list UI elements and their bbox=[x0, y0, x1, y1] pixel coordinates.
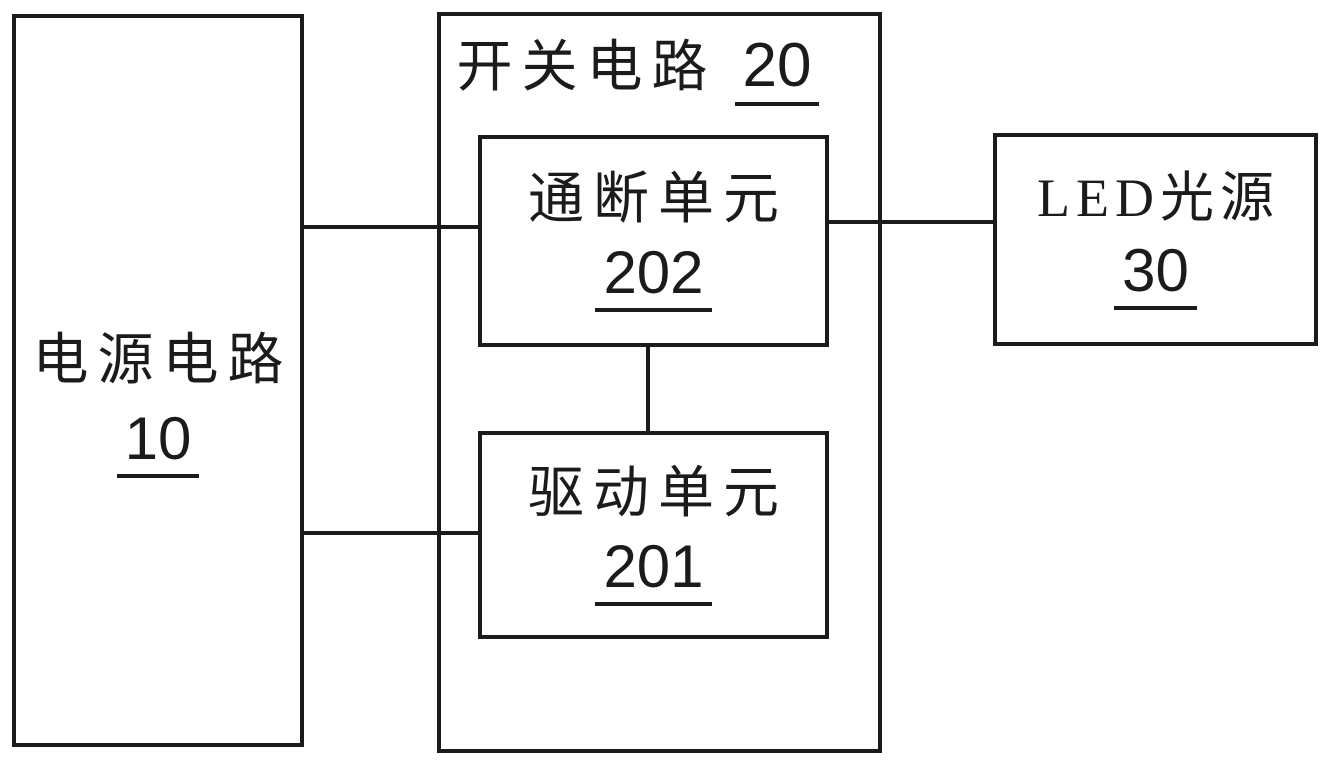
switch-circuit-ref: 20 bbox=[734, 35, 820, 106]
switch-circuit-title: 开关电路 20 bbox=[415, 35, 852, 106]
led-source-label: LED光源 bbox=[1037, 168, 1280, 229]
switch-circuit-label: 开关电路 bbox=[456, 37, 717, 99]
drive-unit-content: 驱动单元 201 bbox=[482, 435, 825, 635]
connector-onoff-to-drive bbox=[646, 347, 650, 431]
connector-power-to-drive bbox=[304, 531, 478, 535]
led-source-ref: 30 bbox=[1114, 240, 1197, 310]
led-source-content: LED光源 30 bbox=[997, 137, 1314, 342]
onoff-unit-block: 通断单元 202 bbox=[478, 135, 829, 347]
drive-unit-ref: 201 bbox=[595, 537, 712, 607]
drive-unit-block: 驱动单元 201 bbox=[478, 431, 829, 639]
power-circuit-block: 电源电路 10 bbox=[12, 14, 304, 747]
power-circuit-label: 电源电路 bbox=[32, 330, 293, 393]
connector-onoff-to-led bbox=[829, 220, 993, 224]
onoff-unit-ref: 202 bbox=[595, 243, 712, 313]
drive-unit-label: 驱动单元 bbox=[528, 462, 788, 525]
onoff-unit-content: 通断单元 202 bbox=[482, 139, 825, 343]
power-circuit-ref: 10 bbox=[116, 408, 200, 478]
connector-power-to-onoff bbox=[304, 225, 478, 229]
led-source-block: LED光源 30 bbox=[993, 133, 1318, 346]
switch-circuit-block: 开关电路 20 通断单元 202 驱动单元 201 bbox=[437, 12, 882, 753]
power-circuit-content: 电源电路 10 bbox=[16, 18, 300, 743]
onoff-unit-label: 通断单元 bbox=[528, 168, 788, 231]
